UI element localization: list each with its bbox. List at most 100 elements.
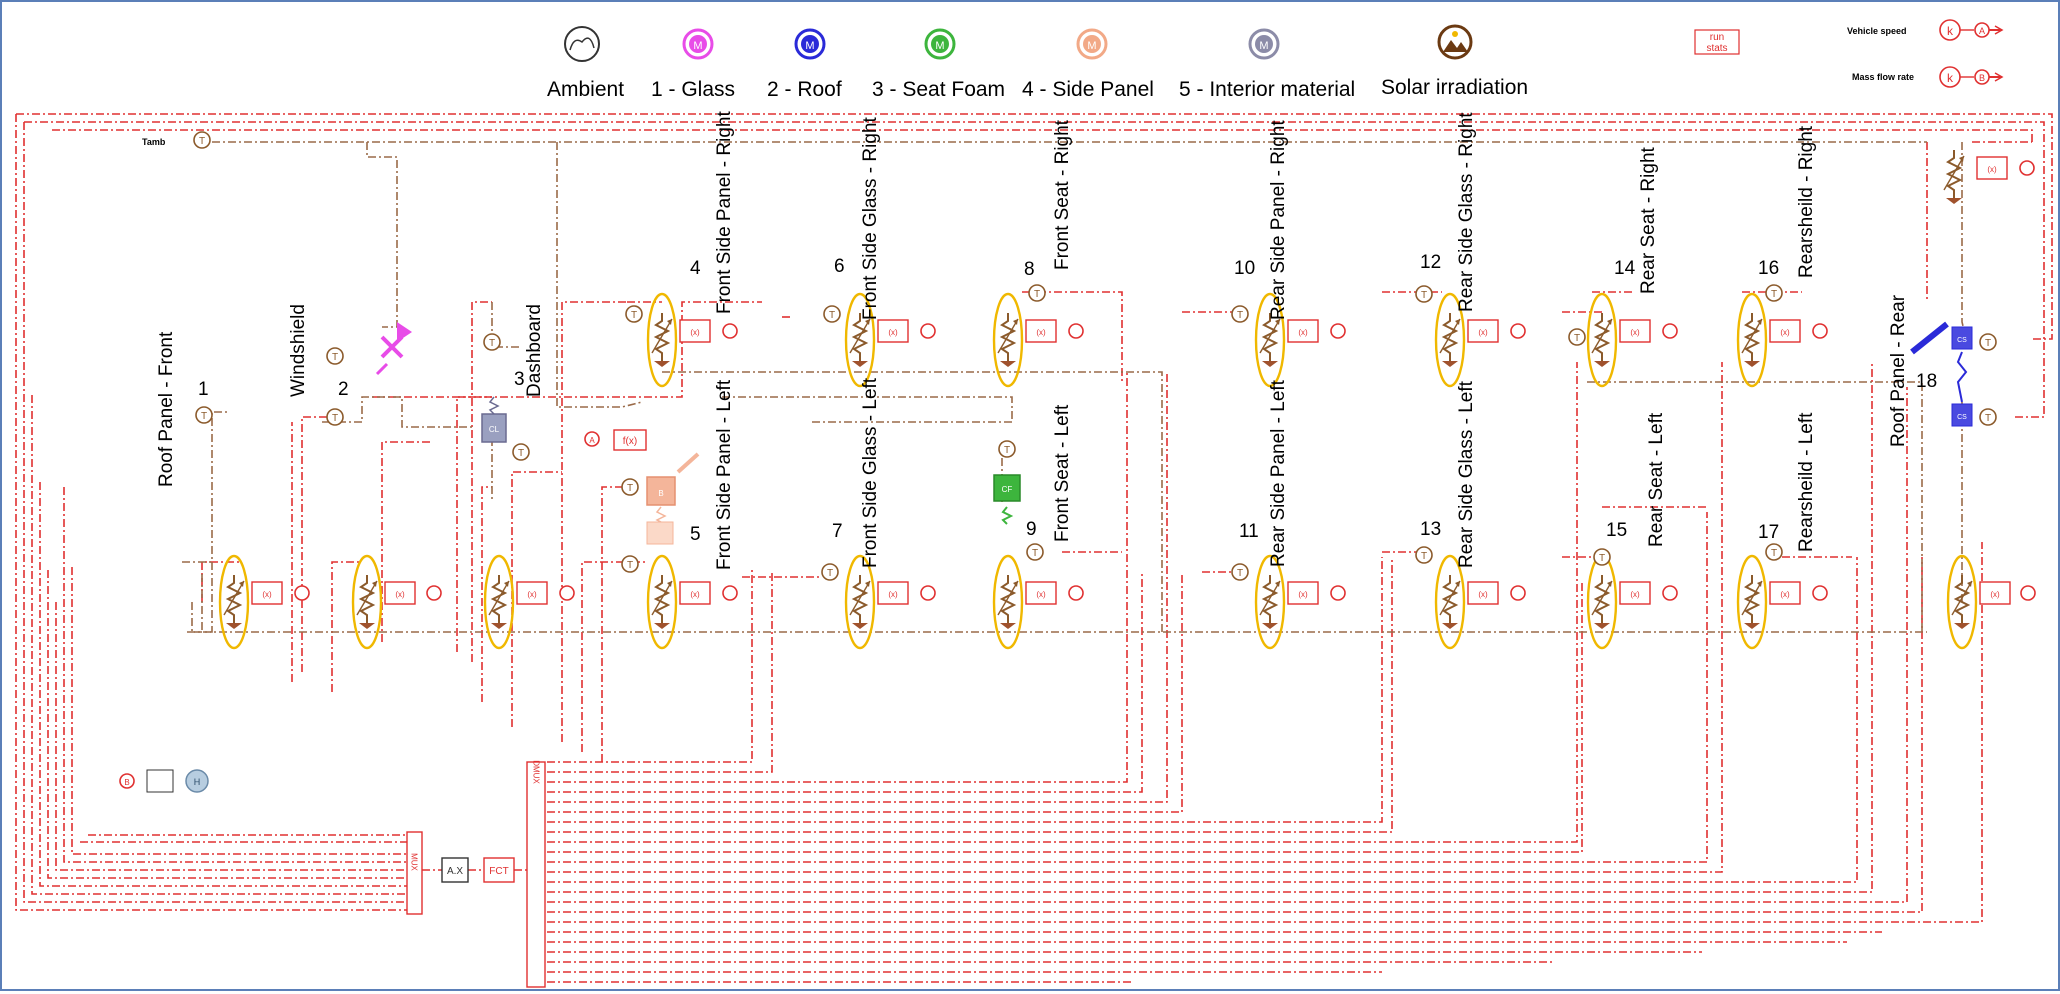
glass-material-icon: M: [693, 40, 702, 52]
node-number-11: 11: [1239, 521, 1259, 542]
interior-material-legend-item: M 5 - Interior material: [1179, 30, 1355, 101]
fn-block-12: (x): [1478, 328, 1488, 337]
legend-label-roof: 2 - Roof: [767, 78, 842, 101]
node-label-1: Roof Panel - Front: [156, 331, 177, 487]
side-panel-legend-item: M 4 - Side Panel: [1022, 30, 1154, 101]
node-label-10: Rear Side Panel - Right: [1268, 120, 1289, 320]
node-5-sensor: [622, 556, 638, 572]
node-15-sensor: [1594, 549, 1610, 565]
node-number-7: 7: [832, 521, 843, 542]
seat-foam-material-block: CF: [994, 441, 1020, 524]
dmux-block: DMUX: [527, 760, 545, 987]
node-label-12: Rear Side Glass - Right: [1456, 112, 1477, 312]
fn-block-4: (x): [690, 328, 700, 337]
node-13-sensor: [1416, 547, 1432, 563]
fn-block-9: (x): [1036, 590, 1046, 599]
vehicle-speed-port: A: [1979, 26, 1985, 36]
node-18-resistor: (x): [1948, 556, 2035, 648]
fn-block-8: (x): [1036, 328, 1046, 337]
node-1-resistor: (x): [220, 556, 309, 648]
fn-block-17: (x): [1780, 590, 1790, 599]
node-14-resistor: (x): [1569, 294, 1677, 386]
node-label-14: Rear Seat - Right: [1638, 146, 1659, 294]
node-number-9: 9: [1026, 519, 1037, 540]
node-label-4: Front Side Panel - Right: [714, 111, 735, 314]
node-number-5: 5: [690, 524, 701, 545]
node-9-resistor: (x): [994, 556, 1083, 648]
mass-flow-port: B: [1979, 73, 1985, 83]
legend-label-solar-irradiation: Solar irradiation: [1381, 76, 1528, 99]
cs-block-label-top: CS: [1957, 337, 1967, 344]
fn-block-16: (x): [1780, 328, 1790, 337]
node-number-2: 2: [338, 379, 349, 400]
node-8-resistor: (x): [994, 285, 1083, 386]
node-number-1: 1: [198, 379, 209, 400]
fx-block: A f(x): [585, 430, 646, 450]
vehicle-speed-gain: k: [1947, 24, 1954, 38]
fn-block-7: (x): [888, 590, 898, 599]
node-label-7: Front Side Glass - Left: [860, 377, 881, 568]
node-16-resistor: (x): [1738, 285, 1827, 386]
fn-block-13: (x): [1478, 590, 1488, 599]
solar-input-block: B H: [120, 770, 208, 792]
node-number-16: 16: [1758, 258, 1779, 279]
node-3-resistor: (x): [485, 556, 574, 648]
node-2-sensor-upper: [327, 348, 343, 364]
seat-foam-legend-item: M 3 - Seat Foam: [872, 30, 1005, 101]
roof-material-icon: M: [805, 40, 814, 52]
node-label-13: Rear Side Glass - Left: [1456, 380, 1477, 568]
fx-port-label: A: [589, 436, 595, 445]
node-label-17: Rearsheild - Left: [1796, 412, 1817, 552]
node-9-sensor: [1027, 544, 1043, 560]
solar-port-label: B: [124, 778, 129, 787]
fn-block-2: (x): [395, 590, 405, 599]
mass-flow-rate-label: Mass flow rate: [1852, 72, 1914, 82]
run-stats-line1: run: [1710, 32, 1724, 43]
interior-material-icon: M: [1259, 40, 1268, 52]
dmux-label: DMUX: [532, 760, 541, 784]
node-18-sensor-bottom: [1980, 409, 1996, 425]
ambient-legend-item: Ambient: [547, 27, 624, 101]
mux-block: MUX: [407, 832, 422, 914]
fn-block-10: (x): [1298, 328, 1308, 337]
node-number-3: 3: [514, 369, 525, 390]
fn-block-6: (x): [888, 328, 898, 337]
node-17-sensor: [1766, 544, 1782, 560]
cf-block-label: CF: [1002, 485, 1013, 494]
solar-c-label: H: [194, 777, 201, 787]
node-label-3: Dashboard: [524, 304, 545, 397]
fn-block-top: (x): [1987, 165, 1997, 174]
node-label-9: Front Seat - Left: [1052, 404, 1073, 542]
ax-label: A.X: [447, 866, 463, 877]
run-stats-button[interactable]: run stats: [1695, 30, 1739, 54]
node-label-15: Rear Seat - Left: [1646, 412, 1667, 547]
fn-block-3: (x): [527, 590, 537, 599]
roof-legend-item: M 2 - Roof: [767, 30, 842, 101]
fn-block-11: (x): [1298, 590, 1308, 599]
fn-block-5: (x): [690, 590, 700, 599]
legend-label-side-panel: 4 - Side Panel: [1022, 78, 1154, 101]
node-7-resistor: (x): [846, 556, 935, 648]
legend-label-glass: 1 - Glass: [651, 78, 735, 101]
mass-flow-gain: k: [1947, 71, 1954, 85]
ax-block: A.X: [442, 858, 468, 882]
cl-block-label: CL: [489, 425, 500, 434]
solar-legend-item: Solar irradiation: [1381, 26, 1528, 99]
node-label-2: Windshield: [288, 304, 309, 397]
fn-block-15: (x): [1630, 590, 1640, 599]
tamb-temperature-sensor: [194, 132, 210, 148]
node-18-sensor-top: [1980, 334, 1996, 350]
node-number-6: 6: [834, 256, 845, 277]
vehicle-speed-label: Vehicle speed: [1847, 26, 1907, 36]
fn-block-18: (x): [1990, 590, 2000, 599]
legend-label-seat-foam: 3 - Seat Foam: [872, 78, 1005, 101]
legend-label-ambient: Ambient: [547, 78, 624, 101]
node-number-13: 13: [1420, 519, 1441, 540]
node-number-12: 12: [1420, 252, 1441, 273]
cs-block-label-bottom: CS: [1957, 414, 1967, 421]
node-label-18: Roof Panel - Rear: [1888, 294, 1909, 447]
node-number-14: 14: [1614, 258, 1636, 279]
seat-foam-material-icon: M: [935, 40, 944, 52]
tamb-label: Tamb: [142, 137, 166, 147]
